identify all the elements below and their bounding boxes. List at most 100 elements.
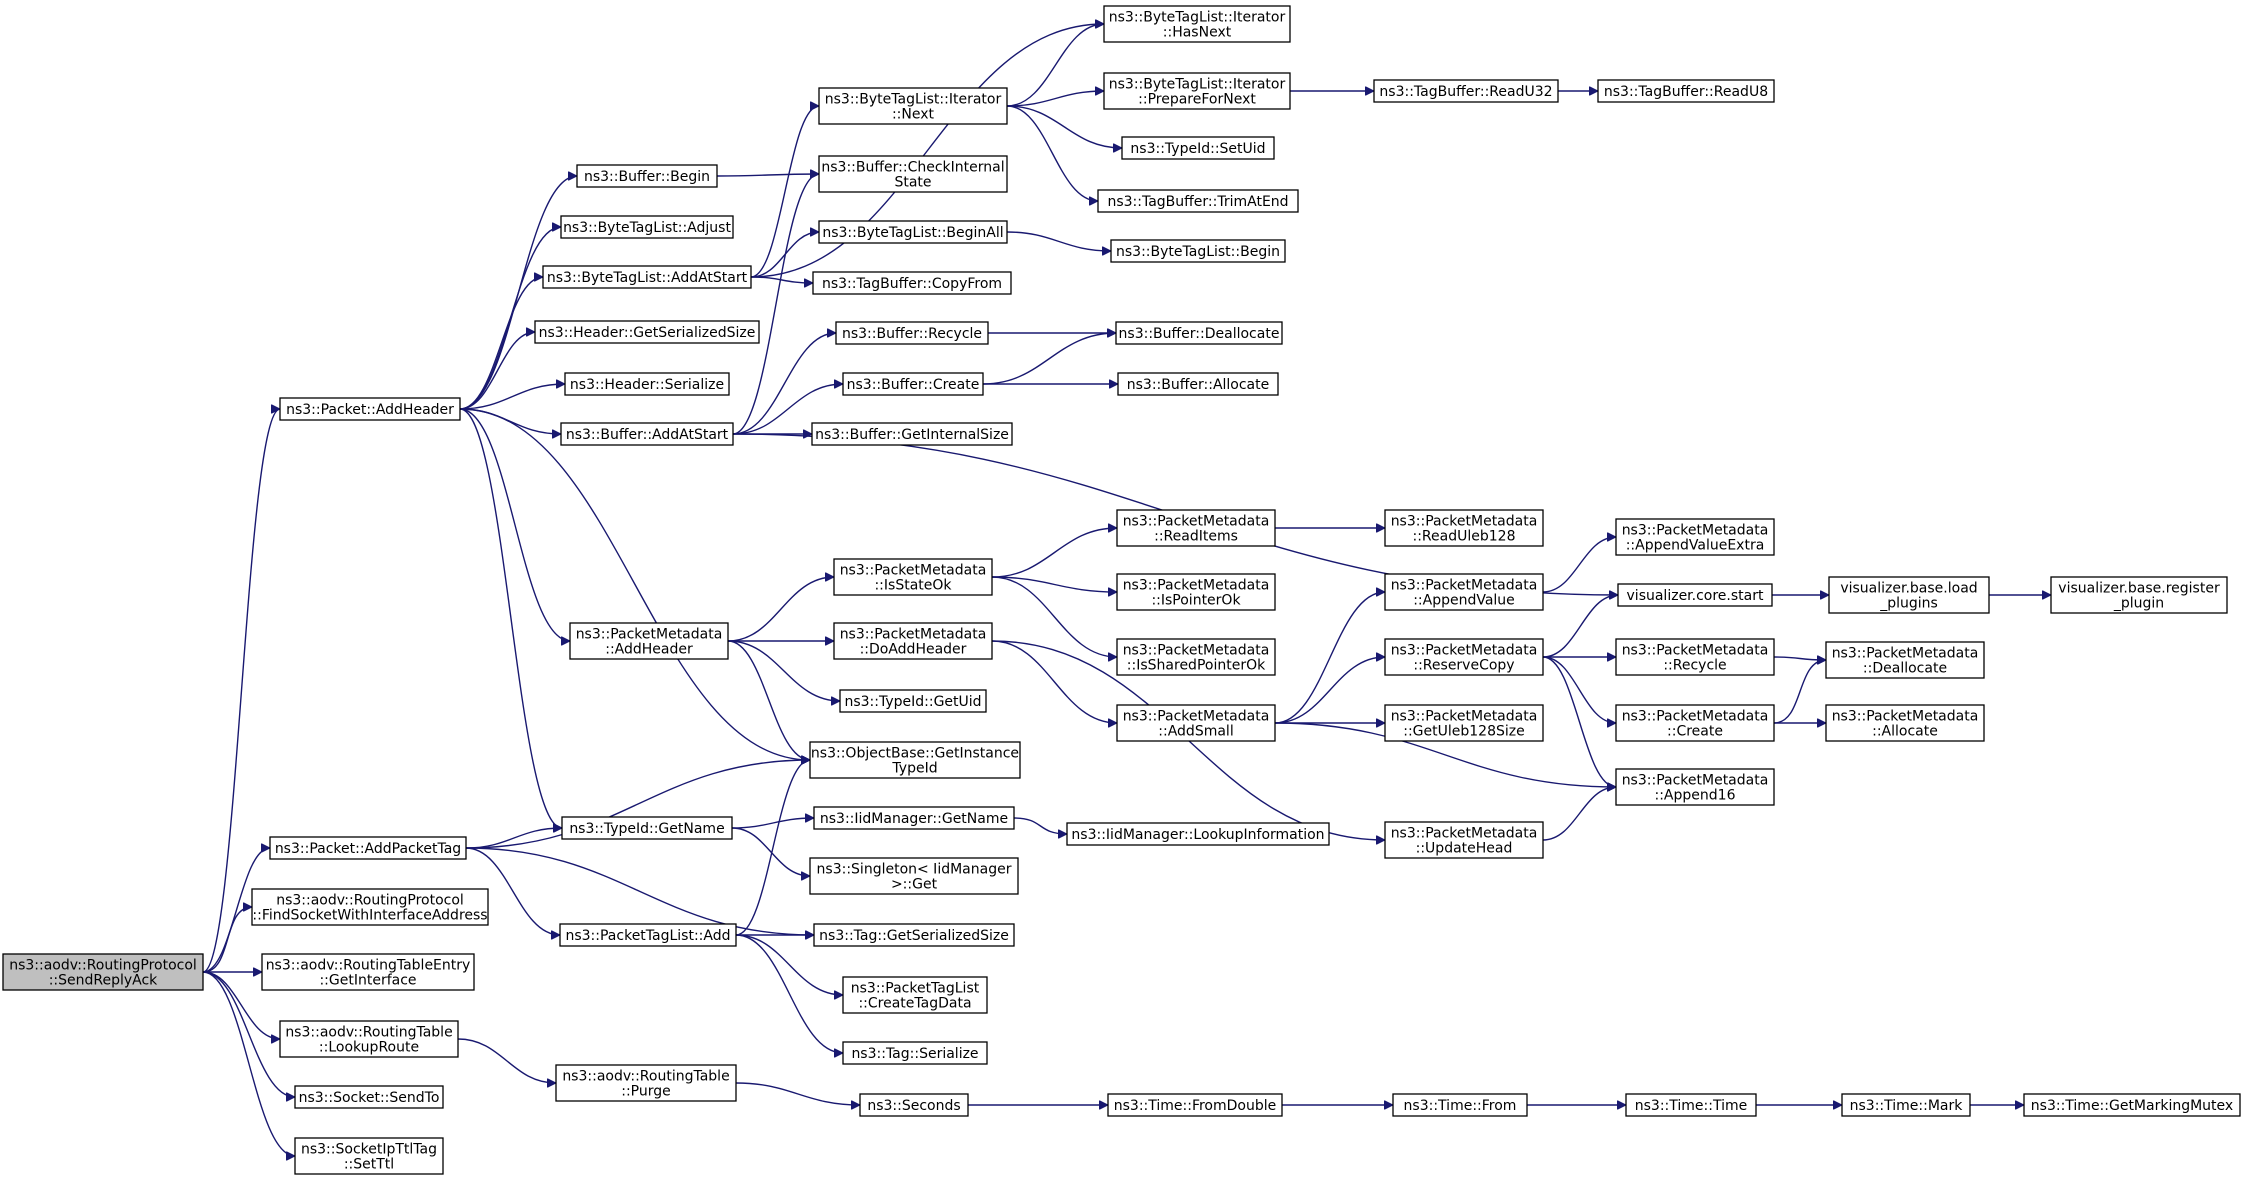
node-rtLookupRoute[interactable]: ns3::aodv::RoutingTable::LookupRoute	[279, 1020, 459, 1058]
node-socketSendTo[interactable]: ns3::Socket::SendTo	[294, 1085, 444, 1109]
node-label: ns3::Socket::SendTo	[299, 1090, 440, 1106]
node-pmAddSmall[interactable]: ns3::PacketMetadata::AddSmall	[1116, 704, 1276, 742]
node-label: ns3::Time::GetMarkingMutex	[2031, 1098, 2233, 1114]
node-packetAddHeader[interactable]: ns3::Packet::AddHeader	[279, 397, 461, 421]
node-btliHasNext[interactable]: ns3::ByteTagList::Iterator::HasNext	[1103, 5, 1291, 43]
node-pmAppendValueExtra[interactable]: ns3::PacketMetadata::AppendValueExtra	[1615, 518, 1775, 556]
node-label: ns3::TagBuffer::CopyFrom	[822, 276, 1002, 292]
node-box	[1115, 321, 1283, 345]
node-timeTime[interactable]: ns3::Time::Time	[1625, 1093, 1757, 1117]
node-pmCreate[interactable]: ns3::PacketMetadata::Create	[1615, 704, 1775, 742]
node-box	[818, 87, 1008, 125]
node-timeGetMarkingMutex[interactable]: ns3::Time::GetMarkingMutex	[2023, 1093, 2241, 1117]
node-bufferCreate[interactable]: ns3::Buffer::Create	[842, 372, 984, 396]
node-headerSerialize[interactable]: ns3::Header::Serialize	[564, 372, 730, 396]
node-bufferBegin[interactable]: ns3::Buffer::Begin	[576, 164, 718, 188]
node-vizBaseLoadPlugins[interactable]: visualizer.base.load_plugins	[1828, 576, 1990, 614]
node-singletonGet[interactable]: ns3::Singleton< IidManager>::Get	[809, 857, 1019, 895]
node-btliNext[interactable]: ns3::ByteTagList::Iterator::Next	[818, 87, 1008, 125]
node-box	[833, 558, 993, 596]
node-rtPurge[interactable]: ns3::aodv::RoutingTable::Purge	[555, 1064, 737, 1102]
edge-rtLookupRoute-to-rtPurge	[457, 1038, 556, 1083]
node-pmReserveCopy[interactable]: ns3::PacketMetadata::ReserveCopy	[1384, 638, 1544, 676]
node-pmUpdateHead[interactable]: ns3::PacketMetadata::UpdateHead	[1384, 821, 1544, 859]
node-box	[1615, 638, 1775, 676]
node-label: ::LookupRoute	[319, 1040, 419, 1056]
node-pmReadUleb128[interactable]: ns3::PacketMetadata::ReadUleb128	[1384, 509, 1544, 547]
node-tbCopyFrom[interactable]: ns3::TagBuffer::CopyFrom	[812, 271, 1012, 295]
node-pmAppend16[interactable]: ns3::PacketMetadata::Append16	[1615, 768, 1775, 806]
node-sendReplyAck[interactable]: ns3::aodv::RoutingProtocol::SendReplyAck	[2, 953, 204, 991]
node-pmAllocate[interactable]: ns3::PacketMetadata::Allocate	[1825, 704, 1985, 742]
node-tagSerialize[interactable]: ns3::Tag::Serialize	[842, 1041, 988, 1065]
node-pmIsSharedPointerOk[interactable]: ns3::PacketMetadata::IsSharedPointerOk	[1116, 638, 1276, 676]
node-ptlAdd[interactable]: ns3::PacketTagList::Add	[559, 923, 737, 947]
node-pmIsPointerOk[interactable]: ns3::PacketMetadata::IsPointerOk	[1116, 573, 1276, 611]
node-timeMark[interactable]: ns3::Time::Mark	[1841, 1093, 1971, 1117]
node-box	[2023, 1093, 2241, 1117]
node-vizBaseRegisterPlugin[interactable]: visualizer.base.register_plugin	[2050, 576, 2228, 614]
node-pmAddHeader[interactable]: ns3::PacketMetadata::AddHeader	[569, 622, 729, 660]
node-btlBegin[interactable]: ns3::ByteTagList::Begin	[1110, 239, 1286, 263]
edge-ptlAdd-to-ptlCreateTagData	[735, 934, 843, 995]
node-label: ns3::ByteTagList::BeginAll	[822, 225, 1003, 241]
node-pmDeallocate[interactable]: ns3::PacketMetadata::Deallocate	[1825, 641, 1985, 679]
edge-pmAddSmall-to-pmAppendValue	[1274, 592, 1385, 724]
edge-pmAddSmall-to-pmAppend16	[1274, 722, 1616, 787]
node-box	[1103, 72, 1291, 110]
node-tagGetSerializedSize[interactable]: ns3::Tag::GetSerializedSize	[813, 923, 1015, 947]
node-label: ns3::Time::Mark	[1850, 1098, 1964, 1114]
edge-iidManagerGetName-to-iidManagerLookupInformation	[1013, 817, 1067, 834]
node-bufferRecycle[interactable]: ns3::Buffer::Recycle	[835, 321, 989, 345]
node-box	[561, 816, 733, 840]
node-btlBeginAll[interactable]: ns3::ByteTagList::BeginAll	[818, 220, 1008, 244]
node-headerGetSerializedSize[interactable]: ns3::Header::GetSerializedSize	[534, 320, 760, 344]
node-socketIpTtlTagSetTtl[interactable]: ns3::SocketIpTtlTag::SetTtl	[294, 1137, 444, 1175]
node-seconds[interactable]: ns3::Seconds	[859, 1093, 969, 1117]
node-bufferGetInternalSize[interactable]: ns3::Buffer::GetInternalSize	[811, 422, 1013, 446]
node-pmRecycle[interactable]: ns3::PacketMetadata::Recycle	[1615, 638, 1775, 676]
node-pmAppendValue[interactable]: ns3::PacketMetadata::AppendValue	[1384, 573, 1544, 611]
node-label: ns3::PacketMetadata	[1622, 709, 1769, 725]
node-typeIdGetUid[interactable]: ns3::TypeId::GetUid	[839, 689, 987, 713]
node-label: ::IsSharedPointerOk	[1127, 658, 1266, 674]
node-btlAdjust[interactable]: ns3::ByteTagList::Adjust	[560, 215, 734, 239]
node-pmIsStateOk[interactable]: ns3::PacketMetadata::IsStateOk	[833, 558, 993, 596]
node-rteGetInterface[interactable]: ns3::aodv::RoutingTableEntry::GetInterfa…	[261, 953, 475, 991]
node-typeIdSetUid[interactable]: ns3::TypeId::SetUid	[1121, 136, 1275, 160]
node-iidManagerGetName[interactable]: ns3::IidManager::GetName	[813, 806, 1015, 830]
node-bufferAddAtStart[interactable]: ns3::Buffer::AddAtStart	[560, 422, 734, 446]
node-bufferDeallocate[interactable]: ns3::Buffer::Deallocate	[1115, 321, 1283, 345]
node-box	[1384, 821, 1544, 859]
node-pmGetUleb128Size[interactable]: ns3::PacketMetadata::GetUleb128Size	[1384, 704, 1544, 742]
node-tbReadU32[interactable]: ns3::TagBuffer::ReadU32	[1373, 79, 1559, 103]
node-tbReadU8[interactable]: ns3::TagBuffer::ReadU8	[1597, 79, 1775, 103]
node-box	[1373, 79, 1559, 103]
node-timeFrom[interactable]: ns3::Time::From	[1392, 1093, 1528, 1117]
node-typeIdGetName[interactable]: ns3::TypeId::GetName	[561, 816, 733, 840]
node-ptlCreateTagData[interactable]: ns3::PacketTagList::CreateTagData	[842, 976, 988, 1014]
node-pmDoAddHeader[interactable]: ns3::PacketMetadata::DoAddHeader	[833, 622, 993, 660]
node-timeFromDouble[interactable]: ns3::Time::FromDouble	[1107, 1093, 1283, 1117]
node-btlAddAtStart[interactable]: ns3::ByteTagList::AddAtStart	[542, 265, 752, 289]
node-iidManagerLookupInformation[interactable]: ns3::IidManager::LookupInformation	[1066, 822, 1330, 846]
node-label: ns3::aodv::RoutingTableEntry	[266, 958, 471, 974]
node-box	[1384, 509, 1544, 547]
node-pmReadItems[interactable]: ns3::PacketMetadata::ReadItems	[1116, 509, 1276, 547]
node-bufferAllocate[interactable]: ns3::Buffer::Allocate	[1117, 372, 1279, 396]
node-label: ::Allocate	[1872, 724, 1938, 740]
node-tbTrimAtEnd[interactable]: ns3::TagBuffer::TrimAtEnd	[1097, 189, 1299, 213]
edge-btlBeginAll-to-btlBegin	[1006, 231, 1111, 251]
node-box	[818, 155, 1008, 193]
node-btliPrepareForNext[interactable]: ns3::ByteTagList::Iterator::PrepareForNe…	[1103, 72, 1291, 110]
node-label: ::UpdateHead	[1416, 841, 1513, 857]
node-vizCoreStart[interactable]: visualizer.core.start	[1617, 583, 1773, 607]
node-box	[569, 622, 729, 660]
node-label: ns3::Buffer::Recycle	[842, 326, 982, 342]
node-packetAddPacketTag[interactable]: ns3::Packet::AddPacketTag	[269, 836, 467, 860]
node-label: ns3::Packet::AddHeader	[286, 402, 454, 418]
node-findSocket[interactable]: ns3::aodv::RoutingProtocol::FindSocketWi…	[251, 888, 489, 926]
node-label: visualizer.base.register	[2058, 581, 2220, 597]
